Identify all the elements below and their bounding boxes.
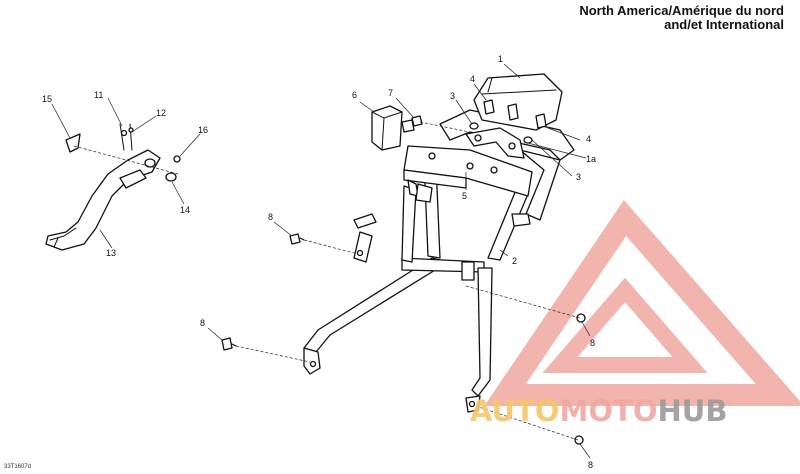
nut xyxy=(173,155,181,163)
electrical-box xyxy=(371,105,415,151)
callout-1: 1 xyxy=(498,54,503,64)
watermark-triangle xyxy=(484,200,800,406)
fastener-7 xyxy=(411,115,423,127)
callout-2: 2 xyxy=(512,256,517,266)
axis-lines xyxy=(235,121,581,441)
region-header: North America/Amérique du nord and/et In… xyxy=(579,4,784,32)
callout-11: 11 xyxy=(94,90,103,100)
watermark-inner-triangle xyxy=(542,277,708,373)
callout-7: 7 xyxy=(388,88,393,98)
subframe-tube-left xyxy=(303,257,449,353)
brake-pedal-assembly xyxy=(45,123,181,251)
mount-plate xyxy=(403,145,533,203)
watermark-auto: AUTO xyxy=(470,394,560,428)
seat-bracket xyxy=(465,99,547,159)
bolt-8-a xyxy=(289,233,305,245)
callout-16: 16 xyxy=(198,125,208,135)
region-header-line1: North America/Amérique du nord xyxy=(579,3,784,18)
callout-8c: 8 xyxy=(590,338,595,348)
callout-8d: 8 xyxy=(588,460,593,470)
subframe-tube-right xyxy=(471,267,493,397)
callout-5: 5 xyxy=(462,191,467,201)
pedal-pivot xyxy=(119,169,147,189)
callout-8b: 8 xyxy=(200,318,205,328)
callout-1a: 1a xyxy=(586,154,596,164)
callout-4a: 4 xyxy=(470,74,475,84)
bolt-8-b xyxy=(221,337,237,351)
callout-15: 15 xyxy=(42,94,52,104)
callout-leaders xyxy=(51,63,591,459)
callout-13: 13 xyxy=(106,248,116,258)
watermark-hub: HUB xyxy=(658,394,728,428)
svg-text:AUTOMOTOHUB: AUTOMOTOHUB xyxy=(470,394,727,428)
nut-8-c xyxy=(576,313,586,323)
callout-3a: 3 xyxy=(450,91,455,101)
callout-12: 12 xyxy=(156,108,166,118)
watermark-text: AUTOMOTOHUB xyxy=(470,394,727,428)
box-body xyxy=(371,105,403,151)
callout-8a: 8 xyxy=(268,212,273,222)
callout-3b: 3 xyxy=(576,172,581,182)
watermark-moto: MOTO xyxy=(560,394,658,428)
callout-14: 14 xyxy=(180,205,190,215)
callout-6: 6 xyxy=(352,90,357,100)
callout-labels: 1 4 3 4 1a 3 5 6 7 2 8 8 8 8 11 12 13 14… xyxy=(42,54,596,470)
region-header-line2: and/et International xyxy=(664,17,784,32)
watermark-logo xyxy=(484,200,800,406)
reference-code: 33T1607d xyxy=(4,464,32,470)
nut-8-d xyxy=(574,435,584,445)
washer xyxy=(165,172,177,182)
pedal-clip xyxy=(65,133,81,153)
callout-4b: 4 xyxy=(586,134,591,144)
